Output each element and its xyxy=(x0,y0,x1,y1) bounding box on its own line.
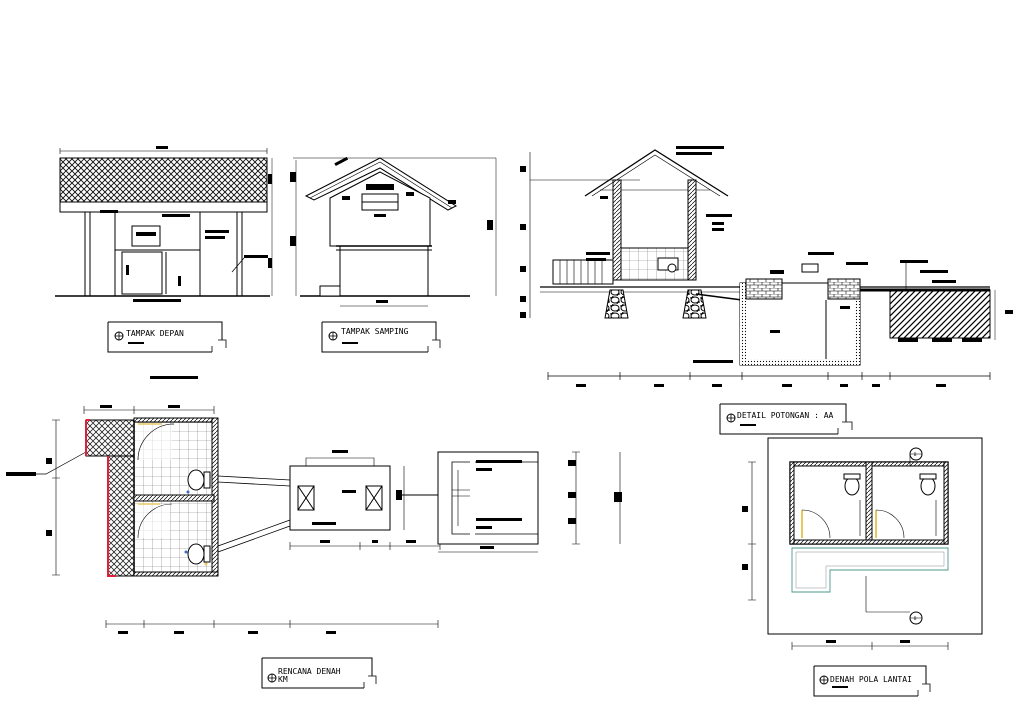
side-title-block: TAMPAK SAMPING xyxy=(321,321,441,353)
floor-pattern-plan xyxy=(742,437,983,650)
floor-title-block: DENAH POLA LANTAI xyxy=(813,665,931,697)
section-aa xyxy=(520,146,1013,387)
section-marker-top: B xyxy=(914,452,917,457)
front-title-block: TAMPAK DEPAN xyxy=(107,321,227,353)
section-title-block: DETAIL POTONGAN : AA xyxy=(719,403,853,435)
front-scale-note xyxy=(150,376,198,379)
front-elevation xyxy=(55,146,273,302)
plan-title-block: RENCANA DENAH KM xyxy=(261,657,377,689)
section-marker-bottom: B xyxy=(914,616,917,621)
side-elevation xyxy=(290,156,497,307)
floor-pattern-title: DENAH POLA LANTAI xyxy=(830,675,912,684)
plan-title-line1: RENCANA DENAH xyxy=(278,667,341,676)
plan-km xyxy=(6,405,622,634)
plan-title-line2: KM xyxy=(278,675,288,684)
section-title: DETAIL POTONGAN : AA xyxy=(737,411,834,420)
front-elevation-title: TAMPAK DEPAN xyxy=(126,329,184,338)
side-elevation-title: TAMPAK SAMPING xyxy=(341,327,409,336)
